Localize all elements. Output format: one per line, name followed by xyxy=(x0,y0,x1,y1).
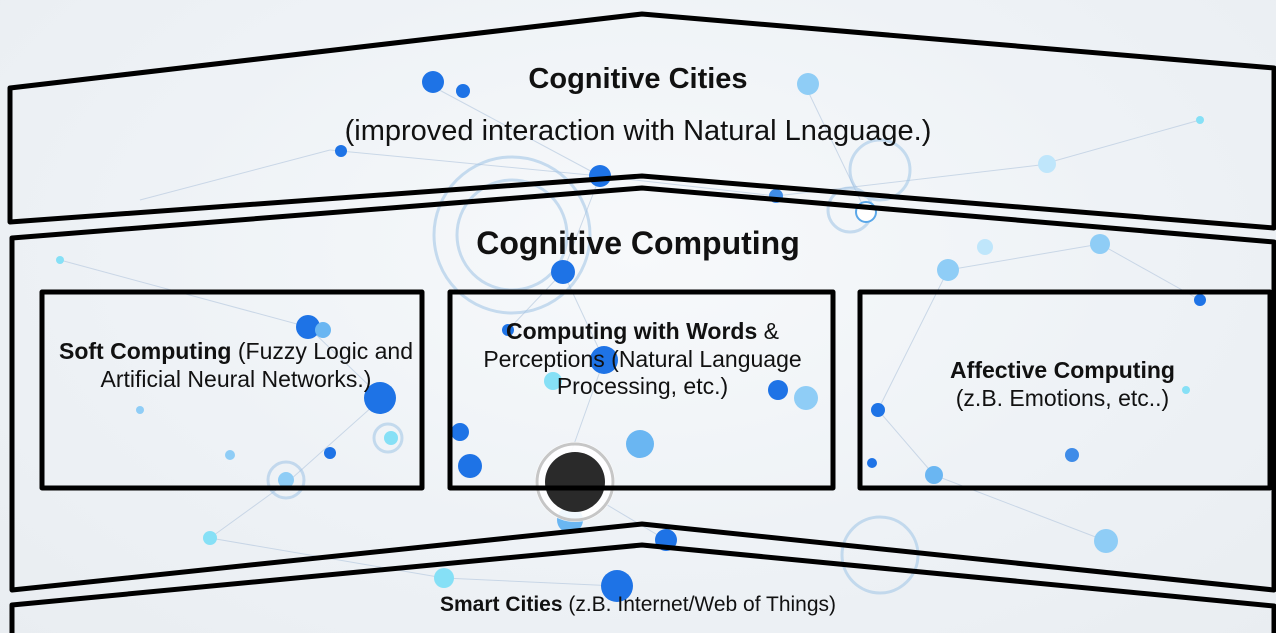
soft-computing-desc: (Fuzzy Logic and Artificial Neural Netwo… xyxy=(100,338,413,392)
computing-with-words-title: Computing with Words xyxy=(506,318,758,344)
soft-computing-text: Soft Computing (Fuzzy Logic and Artifici… xyxy=(52,338,420,393)
computing-with-words-desc: & Perceptions (Natural Language Processi… xyxy=(483,318,802,400)
affective-computing-text: Affective Computing (z.B. Emotions, etc.… xyxy=(865,357,1260,412)
smart-cities-title: Smart Cities xyxy=(439,593,563,616)
smart-cities-text: Smart Cities (z.B. Internet/Web of Thing… xyxy=(278,592,998,617)
computing-with-words-box xyxy=(447,289,836,491)
computing-with-words-text: Computing with Words & Perceptions (Natu… xyxy=(455,318,830,401)
smart-cities-desc: (z.B. Internet/Web of Things) xyxy=(562,593,837,616)
top-layer-frame xyxy=(7,11,1276,231)
soft-computing-title: Soft Computing xyxy=(59,338,232,364)
middle-layer-frame xyxy=(9,185,1276,593)
affective-computing-desc: (z.B. Emotions, etc..) xyxy=(955,384,1170,411)
affective-computing-title: Affective Computing xyxy=(950,357,1175,383)
affective-computing-box xyxy=(857,289,1273,491)
cognitive-computing-title: Cognitive Computing xyxy=(476,225,800,261)
soft-computing-box xyxy=(39,289,425,491)
cognitive-cities-subtitle: (improved interaction with Natural Lnagu… xyxy=(344,115,932,147)
bottom-layer-frame xyxy=(9,542,1276,633)
dark-node xyxy=(535,442,615,522)
cognitive-cities-title: Cognitive Cities xyxy=(528,63,748,95)
